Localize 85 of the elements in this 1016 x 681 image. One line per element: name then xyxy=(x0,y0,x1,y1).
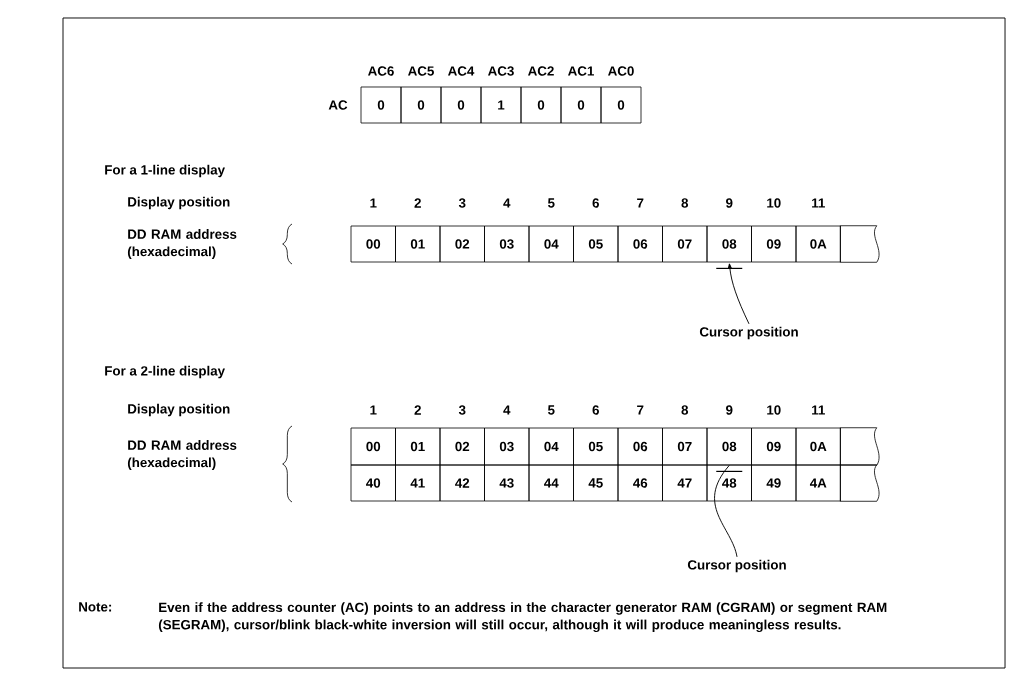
row-label: Display position xyxy=(128,196,230,210)
address-cell: 05 xyxy=(573,225,619,263)
open-cell xyxy=(839,464,880,502)
section-heading: For a 2-line display xyxy=(105,365,225,379)
address-cell: 4A xyxy=(795,464,841,502)
position-number: 1 xyxy=(370,405,377,415)
position-number: 11 xyxy=(812,405,825,415)
position-number: 2 xyxy=(414,198,421,208)
position-number: 8 xyxy=(681,405,689,415)
column-header: AC0 xyxy=(608,66,634,76)
position-number: 6 xyxy=(592,405,599,415)
address-cell: 01 xyxy=(395,427,441,466)
position-number: 9 xyxy=(726,405,733,415)
address-cell: 47 xyxy=(662,464,708,502)
address-cell: 48 xyxy=(706,464,752,502)
callout-text: Cursor position xyxy=(687,559,786,573)
column-header: AC6 xyxy=(368,66,394,76)
address-cell: 02 xyxy=(439,427,485,466)
note-text: Even if the address counter (AC) points to an address in the character generator RAM (CGRAM) or segment RAM (SEGRAM), cursor/blink black-white inversion will still occur, although it will produce meaningless results. xyxy=(158,602,887,633)
row-label: Display position xyxy=(128,403,230,417)
leader-line xyxy=(727,263,750,325)
address-cell: 04 xyxy=(528,427,574,466)
row-label: AC xyxy=(328,100,348,110)
position-number: 1 xyxy=(370,198,377,208)
position-number: 9 xyxy=(726,198,733,208)
address-cell: 49 xyxy=(751,464,797,502)
callout-text: Cursor position xyxy=(699,326,798,340)
position-number: 4 xyxy=(503,405,511,415)
section-heading: For a 1-line display xyxy=(105,164,225,178)
bit-cell: 0 xyxy=(360,86,402,124)
address-cell: 01 xyxy=(395,225,441,263)
row-label: DD RAM address (hexadecimal) xyxy=(127,440,237,470)
address-cell: 04 xyxy=(528,225,574,263)
address-cell: 06 xyxy=(617,427,663,466)
position-number: 5 xyxy=(547,405,555,415)
address-cell: 06 xyxy=(617,225,663,263)
position-number: 5 xyxy=(547,198,555,208)
bit-cell: 1 xyxy=(480,86,522,124)
address-cell: 0A xyxy=(795,427,841,466)
position-number: 11 xyxy=(812,198,825,208)
address-cell: 46 xyxy=(617,464,663,502)
bit-cell: 0 xyxy=(520,86,562,124)
row-label: DD RAM address (hexadecimal) xyxy=(127,229,237,259)
column-header: AC4 xyxy=(448,66,475,76)
address-cell: 44 xyxy=(528,464,574,502)
position-number: 2 xyxy=(414,405,421,415)
address-cell: 0A xyxy=(795,225,841,263)
address-cell: 03 xyxy=(484,427,530,466)
position-number: 3 xyxy=(458,405,466,415)
note-label: Note: xyxy=(79,602,112,612)
open-cell xyxy=(839,225,880,263)
address-cell: 00 xyxy=(350,427,396,466)
address-cell: 42 xyxy=(439,464,485,502)
open-cell xyxy=(839,427,880,466)
address-cell: 00 xyxy=(350,225,396,263)
address-cell: 41 xyxy=(395,464,441,502)
bit-cell: 0 xyxy=(400,86,442,124)
address-cell: 40 xyxy=(350,464,396,502)
position-number: 10 xyxy=(767,198,781,208)
position-number: 3 xyxy=(458,198,466,208)
position-number: 10 xyxy=(767,405,781,415)
address-cell: 08 xyxy=(706,427,752,466)
position-number: 6 xyxy=(592,198,599,208)
column-header: AC3 xyxy=(488,66,514,76)
address-cell: 02 xyxy=(439,225,485,263)
address-cell: 08 xyxy=(706,225,752,263)
column-header: AC2 xyxy=(528,66,554,76)
bit-cell: 0 xyxy=(560,86,602,124)
position-number: 7 xyxy=(637,198,644,208)
address-cell: 07 xyxy=(662,225,708,263)
leader-line xyxy=(714,464,738,558)
address-cell: 03 xyxy=(484,225,530,263)
bit-cell: 0 xyxy=(600,86,642,124)
position-number: 4 xyxy=(503,198,511,208)
address-cell: 07 xyxy=(662,427,708,466)
address-cell: 05 xyxy=(573,427,619,466)
address-cell: 09 xyxy=(751,427,797,466)
address-cell: 43 xyxy=(484,464,530,502)
position-number: 8 xyxy=(681,198,689,208)
bit-cell: 0 xyxy=(440,86,482,124)
position-number: 7 xyxy=(637,405,644,415)
address-cell: 09 xyxy=(751,225,797,263)
column-header: AC1 xyxy=(568,66,594,76)
column-header: AC5 xyxy=(408,66,434,76)
address-cell: 45 xyxy=(573,464,619,502)
